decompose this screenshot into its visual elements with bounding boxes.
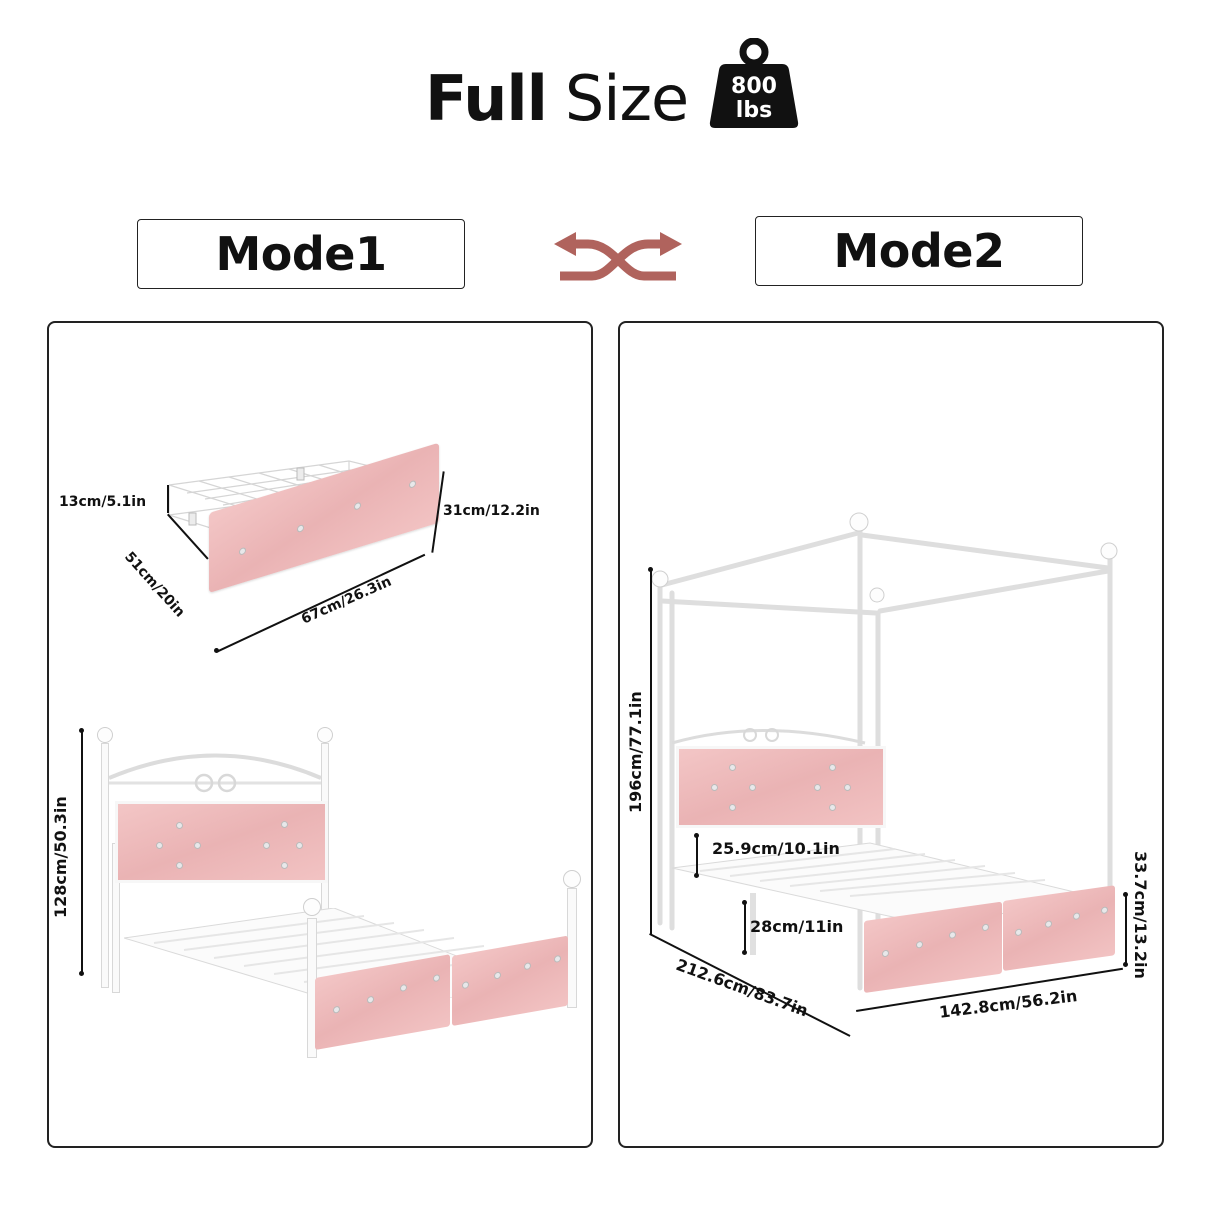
tuft-button: [409, 479, 416, 489]
dim-line: [167, 485, 169, 513]
title-size-bold: Full: [425, 61, 548, 135]
weight-icon: [709, 37, 799, 128]
mode2-panel: 196cm/77.1in 25.9cm/10.1in 28cm/11in 33.…: [618, 321, 1164, 1148]
canopy-bed-illustration: [620, 323, 1162, 1146]
page-title: Full Size: [425, 58, 689, 138]
dim-line: [744, 902, 746, 952]
mode1-label: Mode1: [137, 219, 465, 289]
swap-arrows-icon: [552, 230, 684, 286]
footboard-height-dim: 33.7cm/13.2in: [1131, 851, 1150, 979]
headboard-upholstery: [676, 746, 886, 828]
dim-line: [696, 835, 698, 875]
mode1-panel: 13cm/5.1in 51cm/20in 67cm/26.3in 31cm/12…: [47, 321, 593, 1148]
tuft-button: [297, 523, 304, 534]
weight-capacity-badge: 800 lbs: [708, 37, 800, 130]
drawer-front-height-dim: 31cm/12.2in: [443, 503, 540, 519]
tuft-button: [239, 546, 246, 556]
dim-line: [81, 730, 83, 973]
canopy-height-dim: 196cm/77.1in: [626, 691, 645, 813]
under-bed-clearance-dim: 28cm/11in: [750, 917, 844, 936]
weight-unit: lbs: [735, 98, 773, 123]
bed-height-dim: 128cm/50.3in: [51, 796, 70, 918]
mode2-label: Mode2: [755, 216, 1083, 286]
title-size-word: Size: [564, 61, 689, 135]
headboard-upholstery: [115, 801, 328, 883]
drawer-height-dim: 13cm/5.1in: [59, 494, 147, 510]
headboard-clearance-dim: 25.9cm/10.1in: [712, 839, 840, 858]
dim-line: [650, 569, 652, 934]
weight-value: 800: [731, 74, 777, 99]
bed-mode1-illustration: [89, 723, 589, 1063]
dim-line: [1125, 894, 1127, 964]
tuft-button: [354, 501, 361, 511]
